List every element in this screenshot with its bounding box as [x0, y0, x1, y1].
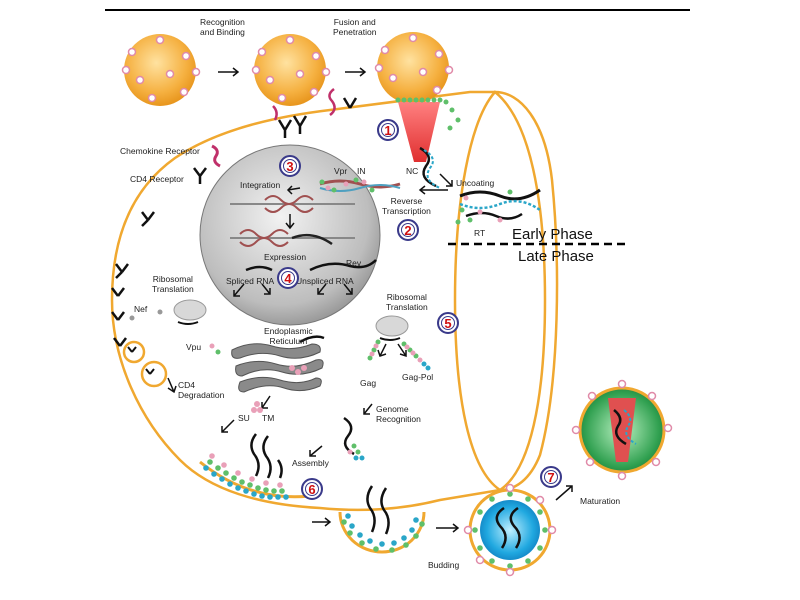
step-marker-3: 3	[279, 155, 301, 177]
budding-partial	[338, 485, 426, 554]
er-mrna	[299, 335, 325, 344]
label-nc: NC	[406, 166, 419, 176]
rt-arrow	[418, 185, 448, 195]
top-arrows	[218, 67, 367, 77]
label-su: SU	[238, 413, 250, 423]
label-late-phase: Late Phase	[518, 248, 594, 265]
label-budding: Budding	[428, 560, 460, 570]
er-proteins	[289, 365, 307, 375]
immature-virion	[463, 483, 557, 577]
assembly-arrow	[309, 445, 323, 457]
vesicle-receptors	[127, 346, 155, 375]
fusion-beads	[395, 97, 461, 131]
step-marker-6: 6	[301, 478, 323, 500]
step-marker-7: 7	[540, 466, 562, 488]
nucleus-rna	[245, 259, 377, 272]
mature-virion	[571, 379, 673, 481]
label-in: IN	[357, 166, 366, 176]
label-unspliced-rna: Unspliced RNA	[296, 276, 354, 286]
label-rt: RT	[474, 228, 486, 238]
virion-2	[251, 34, 331, 106]
label-ribosomal-translation-right: Ribosomal Translation	[386, 292, 428, 312]
label-maturation: Maturation	[580, 496, 621, 506]
fusion-funnel	[398, 102, 440, 162]
step-marker-1: 1	[377, 119, 399, 141]
step-marker-4: 4	[277, 267, 299, 289]
label-spliced-rna: Spliced RNA	[226, 276, 275, 286]
rt-beads	[455, 189, 513, 225]
integration-arrow	[285, 214, 295, 230]
genome-arrow	[363, 403, 373, 415]
virion-1	[121, 34, 201, 106]
label-recognition: Recognition and Binding	[200, 17, 245, 37]
translation-arrows	[377, 343, 407, 358]
preintegration-complex	[319, 177, 401, 193]
label-uncoating: Uncoating	[456, 178, 495, 188]
step-marker-2: 2	[397, 219, 419, 241]
label-nef: Nef	[134, 304, 148, 314]
label-vpr: Vpr	[334, 166, 348, 176]
label-assembly: Assembly	[292, 458, 329, 468]
gag-chains	[367, 339, 431, 371]
cd4-vesicles	[122, 340, 168, 388]
assembly-patch	[199, 433, 311, 500]
su-tm-protein	[251, 401, 263, 413]
membrane-receptors	[272, 88, 358, 138]
endoplasmic-reticulum	[231, 343, 324, 393]
reverse-transcribed-dna	[419, 146, 541, 220]
label-ribosomal-translation-left: Ribosomal Translation	[152, 274, 194, 294]
budding-arrow-2	[436, 523, 460, 533]
chemokine-receptor-icon	[211, 144, 221, 168]
label-endoplasmic-reticulum: Endoplasmic Reticulum	[264, 326, 313, 346]
ribosome-left-mrna	[177, 321, 199, 325]
label-vpu: Vpu	[186, 342, 202, 352]
genome-rna	[343, 416, 355, 456]
uncoating-arrow	[439, 173, 453, 187]
maturation-arrow	[555, 485, 573, 501]
label-gag: Gag	[360, 378, 377, 388]
label-chemokine-receptor: Chemokine Receptor	[120, 146, 200, 156]
cell-membrane	[110, 90, 559, 512]
virion-3	[374, 32, 454, 104]
step-marker-5: 5	[437, 312, 459, 334]
left-membrane-receptors	[111, 211, 155, 347]
label-fusion: Fusion and Penetration	[333, 17, 377, 37]
label-rev: Rev	[346, 258, 362, 268]
ribosome-right-mrna	[379, 337, 401, 341]
label-cd4-degradation: CD4 Degradation	[178, 380, 225, 400]
rt-to-integration-arrow	[286, 185, 301, 195]
label-early-phase: Early Phase	[512, 226, 593, 243]
cd4-receptor-icon	[193, 167, 207, 184]
label-expression: Expression	[264, 252, 307, 262]
ribosome-left	[173, 299, 207, 321]
genome-beads	[347, 443, 365, 461]
label-gag-pol: Gag-Pol	[402, 372, 434, 382]
nef-vpu-beads	[129, 309, 221, 355]
label-cd4-receptor: CD4 Receptor	[130, 174, 184, 184]
label-reverse-transcription: Reverse Transcription	[382, 196, 431, 216]
label-integration: Integration	[240, 180, 281, 190]
degradation-arrow	[167, 377, 177, 394]
budding-arrow-1	[312, 517, 332, 527]
inner-membrane-loop	[453, 90, 547, 492]
host-dna	[230, 195, 355, 247]
label-genome-recognition: Genome Recognition	[376, 404, 421, 424]
nucleus-arrows	[233, 283, 353, 297]
label-tm: TM	[262, 413, 275, 423]
ribosome-right	[375, 315, 409, 337]
